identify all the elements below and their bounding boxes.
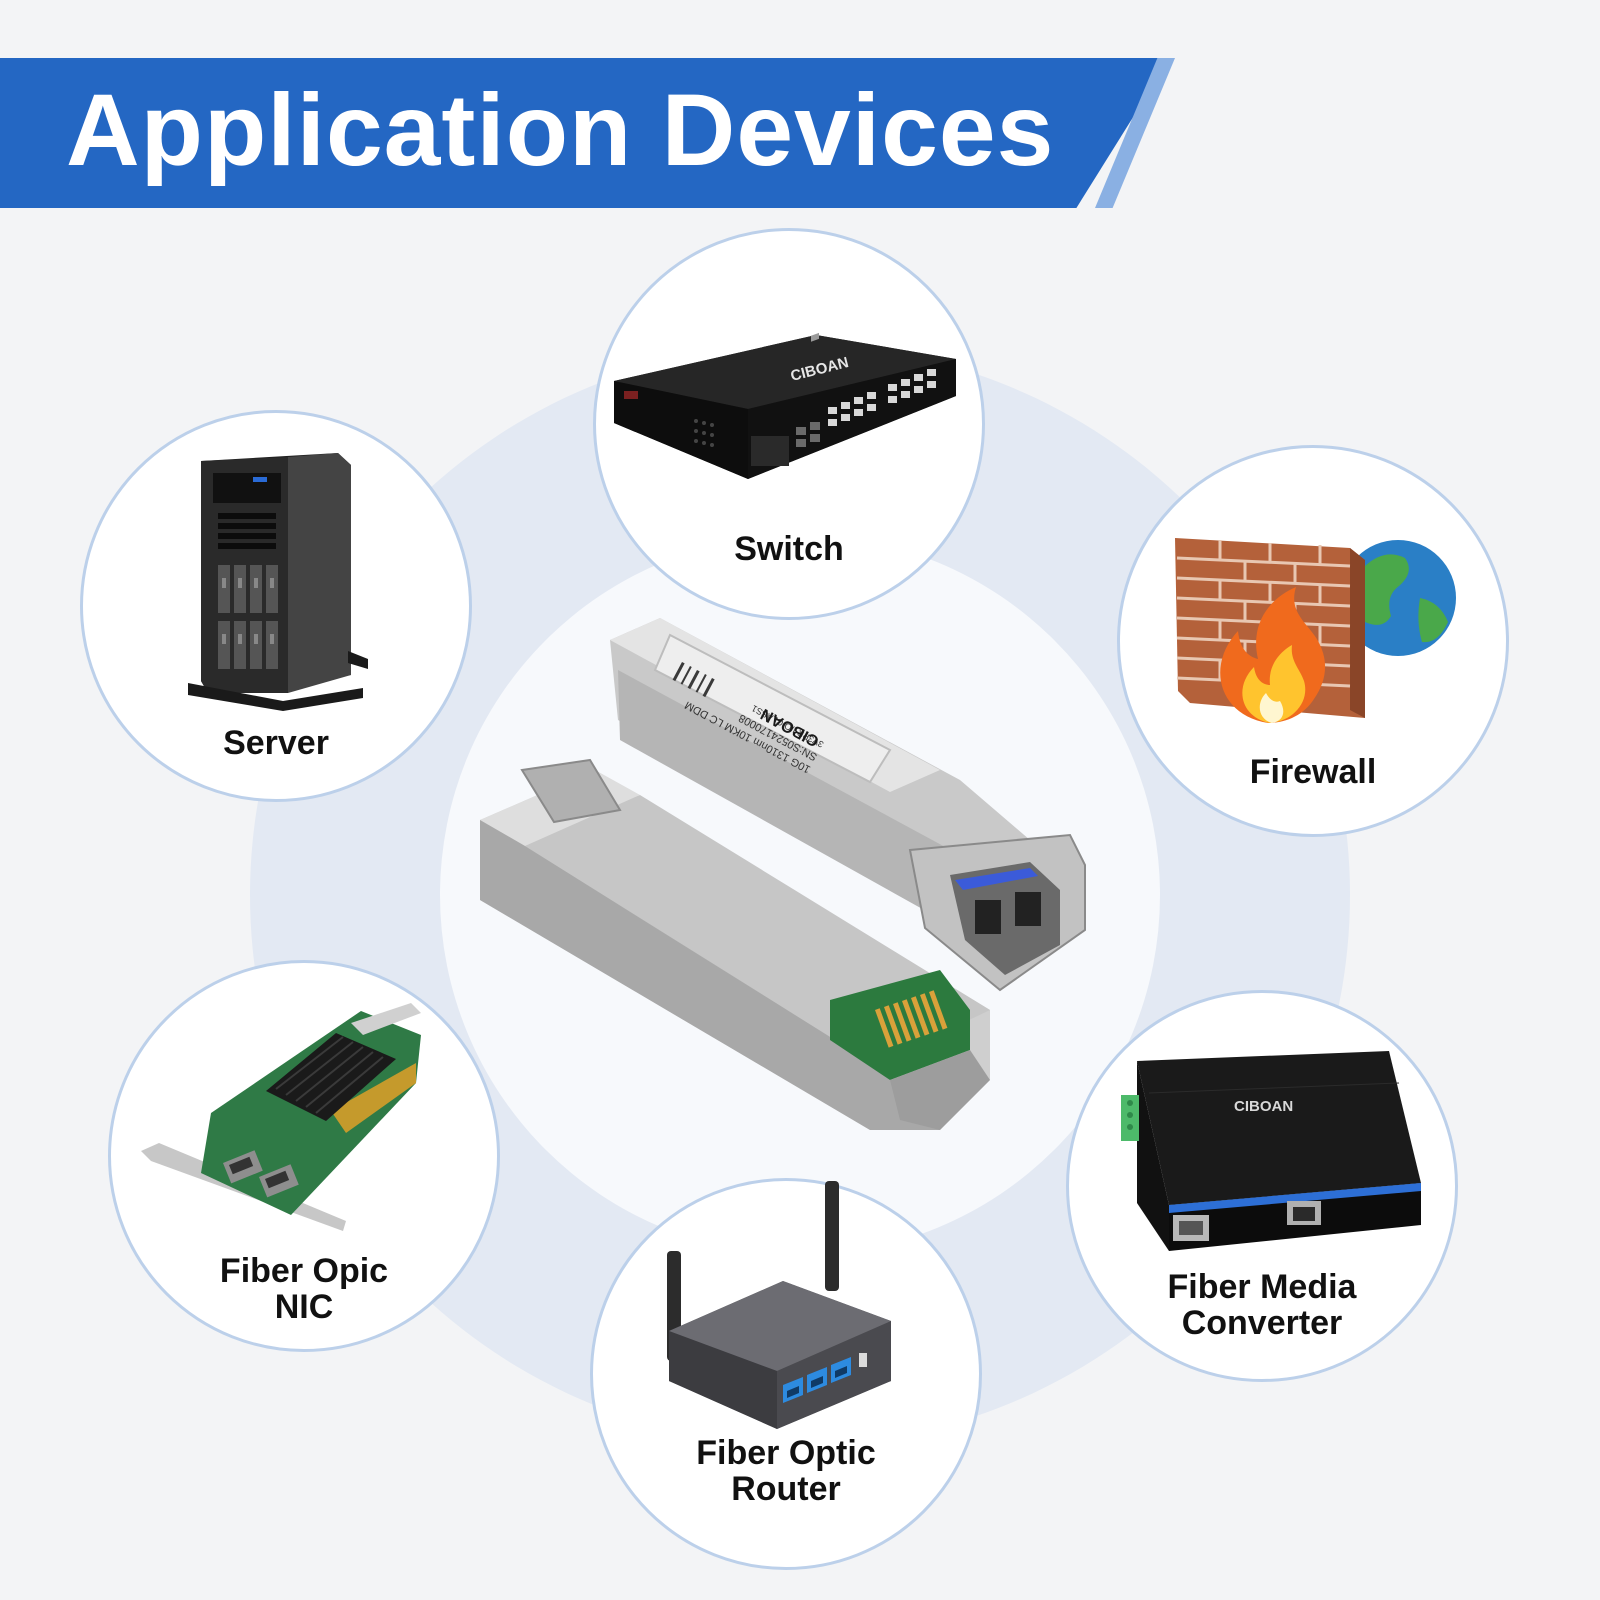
device-label-switch: Switch — [734, 530, 844, 568]
device-card-switch: CIBOAN Switch — [593, 228, 985, 620]
title-banner — [0, 58, 1170, 208]
device-label-router-line2: Router — [731, 1470, 841, 1508]
device-card-firewall: Firewall — [1117, 445, 1509, 837]
device-label-nic-line2: NIC — [274, 1288, 334, 1326]
device-card-converter: CIBOAN Fiber Media Converter — [1066, 990, 1458, 1382]
page-title: Application Devices — [66, 73, 1055, 187]
network-switch-icon: CIBOAN — [614, 332, 956, 479]
device-label-converter-line1: Fiber Media — [1167, 1268, 1357, 1306]
device-card-router: Fiber Optic Router — [590, 1178, 982, 1570]
network-card-icon — [141, 1003, 421, 1231]
device-label-server: Server — [223, 724, 329, 762]
firewall-icon — [1175, 538, 1456, 723]
router-icon — [667, 1181, 891, 1429]
device-label-router-line1: Fiber Optic — [696, 1434, 876, 1472]
device-label-converter-line2: Converter — [1181, 1304, 1343, 1342]
device-label-nic-line1: Fiber Opic — [219, 1252, 389, 1290]
media-converter-icon: CIBOAN — [1121, 1051, 1421, 1251]
tower-server-icon — [188, 453, 368, 711]
device-card-server: Server — [80, 410, 472, 802]
brand-logo: CIBOAN — [1234, 1098, 1293, 1115]
sfp-transceiver-icon: 10G 1310nm 10KM LC DDM SN:S0524170008 3V… — [480, 618, 1086, 1130]
device-label-firewall: Firewall — [1249, 753, 1377, 791]
device-card-nic: Fiber Opic NIC — [108, 960, 500, 1352]
